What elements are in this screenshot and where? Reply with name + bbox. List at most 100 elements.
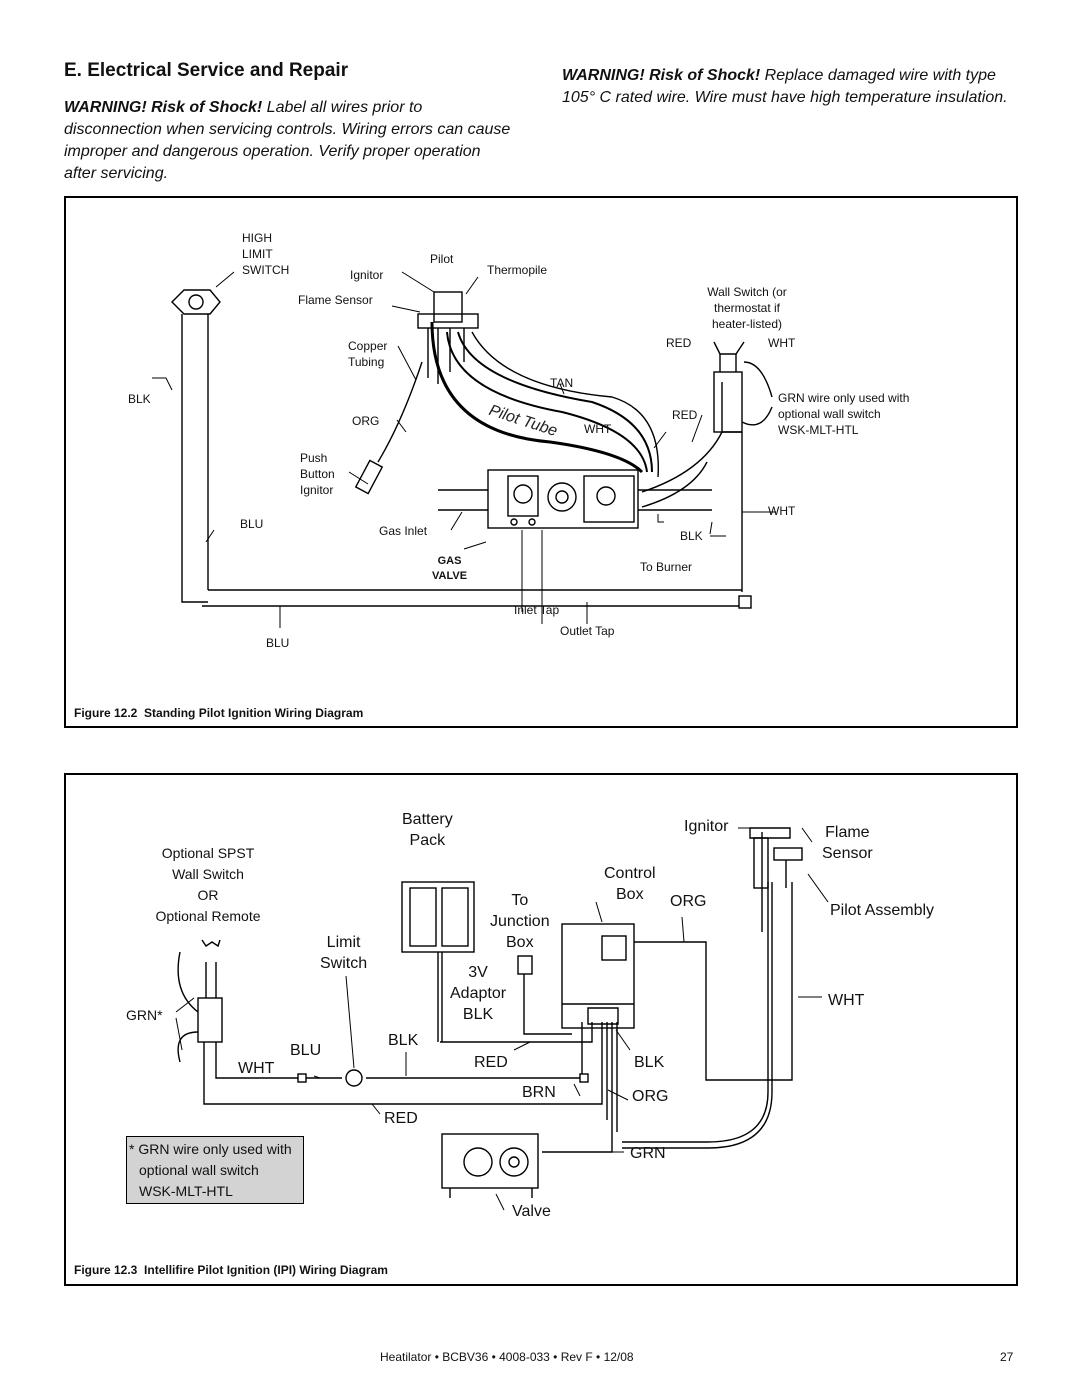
note-line-2: optional wall switch xyxy=(139,1162,259,1178)
label-brn: BRN xyxy=(522,1084,556,1101)
control-box-label: Control Box xyxy=(604,863,656,905)
ipi-wiring-diagram xyxy=(175,827,829,1211)
label-battery: Battery xyxy=(402,811,453,828)
label-ignitor: Ignitor xyxy=(350,268,384,282)
label-push: Push xyxy=(300,451,328,465)
limit-switch-label: Limit Switch xyxy=(320,932,367,974)
label-gas-inlet: Gas Inlet xyxy=(379,524,428,538)
label-control: Control xyxy=(604,865,656,882)
label-blk-right: BLK xyxy=(680,529,703,543)
label-gas-valve: GAS VALVE xyxy=(432,554,467,584)
label-grn: GRN xyxy=(630,1145,666,1162)
caption-title: Standing Pilot Ignition Wiring Diagram xyxy=(144,706,364,720)
label-org: ORG xyxy=(352,414,380,428)
warning-right: WARNING! Risk of Shock! Replace damaged … xyxy=(562,65,1022,109)
label-blk-right: BLK xyxy=(634,1054,665,1071)
label-valve: Valve xyxy=(512,1203,551,1220)
label-limit: LIMIT xyxy=(242,247,273,261)
figure-ipi-wiring: Battery Pack Ignitor Flame Sensor Option… xyxy=(64,773,1018,1286)
warning-left: WARNING! Risk of Shock! Label all wires … xyxy=(64,97,512,185)
label-button: Button xyxy=(300,467,335,481)
label-tan: TAN xyxy=(550,376,574,390)
label-valve: VALVE xyxy=(432,570,468,582)
grn-note-line-3: WSK-MLT-HTL xyxy=(778,423,859,437)
warning-right-text: Replace damaged wire with type 105° C ra… xyxy=(562,67,1008,106)
grn-note-line-2: optional wall switch xyxy=(778,407,881,421)
caption-num: Figure 12.2 xyxy=(74,706,138,720)
grn-wire-note-box: * GRN wire only used with optional wall … xyxy=(126,1136,304,1204)
label-junction: Junction xyxy=(490,913,550,930)
figure-12-2-caption: Figure 12.2 Standing Pilot Ignition Wiri… xyxy=(74,706,363,720)
high-limit-switch-label: HIGH LIMIT SWITCH xyxy=(242,230,289,278)
label-wall-switch-3: heater-listed) xyxy=(711,317,783,331)
label-ignitor2: Ignitor xyxy=(300,483,334,497)
warning-left-text: Label all wires prior to disconnection w… xyxy=(64,99,511,182)
label-red-top: RED xyxy=(666,336,692,350)
label-red-bottom: RED xyxy=(384,1110,418,1127)
label-box: Box xyxy=(616,886,644,903)
label-or: OR xyxy=(197,887,219,903)
label-copper: Copper xyxy=(348,339,388,353)
label-to: To xyxy=(511,892,529,909)
label-limit: Limit xyxy=(326,934,361,951)
section-title: E. Electrical Service and Repair xyxy=(64,60,349,81)
caption-title: Intellifire Pilot Ignition (IPI) Wiring … xyxy=(144,1263,388,1277)
grn-wire-note: GRN wire only used with optional wall sw… xyxy=(778,390,909,438)
battery-pack-label: Battery Pack xyxy=(402,809,453,851)
label-red-mid: RED xyxy=(474,1054,508,1071)
label-wall-switch: Wall Switch xyxy=(172,866,244,882)
label-blu-bottom: BLU xyxy=(266,636,290,650)
label-opt-remote: Optional Remote xyxy=(155,908,261,924)
label-tubing: Tubing xyxy=(348,355,385,369)
label-wall-switch: Wall Switch (or thermostat if heater-lis… xyxy=(672,284,822,332)
label-3v: 3V xyxy=(468,964,488,981)
label-to-burner: To Burner xyxy=(640,560,693,574)
junction-box-label: To Junction Box xyxy=(490,890,550,953)
label-wht-top: WHT xyxy=(768,336,796,350)
label-switch: SWITCH xyxy=(242,263,290,277)
label-flame-sensor: Flame Sensor xyxy=(298,293,373,307)
page-footer: Heatilator • BCBV36 • 4008-033 • Rev F •… xyxy=(380,1350,634,1364)
label-adaptor: Adaptor xyxy=(450,985,507,1002)
label-gas: GAS xyxy=(437,555,462,567)
label-wht-right: WHT xyxy=(768,504,796,518)
label-outlet-tap: Outlet Tap xyxy=(560,624,615,638)
note-line-3: WSK-MLT-HTL xyxy=(139,1183,233,1199)
label-blu: BLU xyxy=(290,1042,322,1059)
flame-sensor-label: Flame Sensor xyxy=(822,822,873,864)
warning-right-bold: WARNING! Risk of Shock! xyxy=(562,67,761,84)
label-wht-mid: WHT xyxy=(584,422,612,436)
label-blu-left: BLU xyxy=(240,517,264,531)
label-org-right: ORG xyxy=(632,1088,669,1105)
label-ignitor: Ignitor xyxy=(684,818,729,835)
label-pilot-assembly: Pilot Assembly xyxy=(830,902,935,919)
label-wall-switch-2: thermostat if xyxy=(713,301,781,315)
label-switch: Switch xyxy=(320,955,368,972)
adaptor-label: 3V Adaptor BLK xyxy=(450,962,506,1025)
grn-note-line-1: GRN wire only used with xyxy=(778,391,910,405)
label-inlet-tap: Inlet Tap xyxy=(514,603,560,617)
note-line-1: * GRN wire only used with xyxy=(129,1141,292,1157)
label-blk-adaptor: BLK xyxy=(462,1006,494,1023)
label-box2: Box xyxy=(506,934,534,951)
label-high: HIGH xyxy=(242,231,272,245)
label-wht-right: WHT xyxy=(828,992,865,1009)
label-blk-left: BLK xyxy=(128,392,151,406)
label-sensor: Sensor xyxy=(822,845,873,862)
label-flame: Flame xyxy=(825,824,870,841)
label-pack: Pack xyxy=(409,832,446,849)
label-pilot: Pilot xyxy=(430,252,454,266)
optional-switch-label: Optional SPST Wall Switch OR Optional Re… xyxy=(148,843,268,927)
figure-standing-pilot: HIGH LIMIT SWITCH Pilot Ignitor Thermopi… xyxy=(64,196,1018,728)
page-number: 27 xyxy=(1000,1350,1014,1364)
caption-num: Figure 12.3 xyxy=(74,1263,138,1277)
label-opt-spst: Optional SPST xyxy=(161,845,255,861)
standing-pilot-wiring-diagram xyxy=(152,271,776,628)
label-push-button-ignitor: Push Button Ignitor xyxy=(300,450,335,498)
warning-left-bold: WARNING! Risk of Shock! xyxy=(64,99,263,116)
label-wht-left: WHT xyxy=(238,1060,275,1077)
label-org-top: ORG xyxy=(670,893,707,910)
label-thermopile: Thermopile xyxy=(487,263,548,277)
label-red-mid: RED xyxy=(672,408,698,422)
label-wall-switch-1: Wall Switch (or xyxy=(707,285,787,299)
